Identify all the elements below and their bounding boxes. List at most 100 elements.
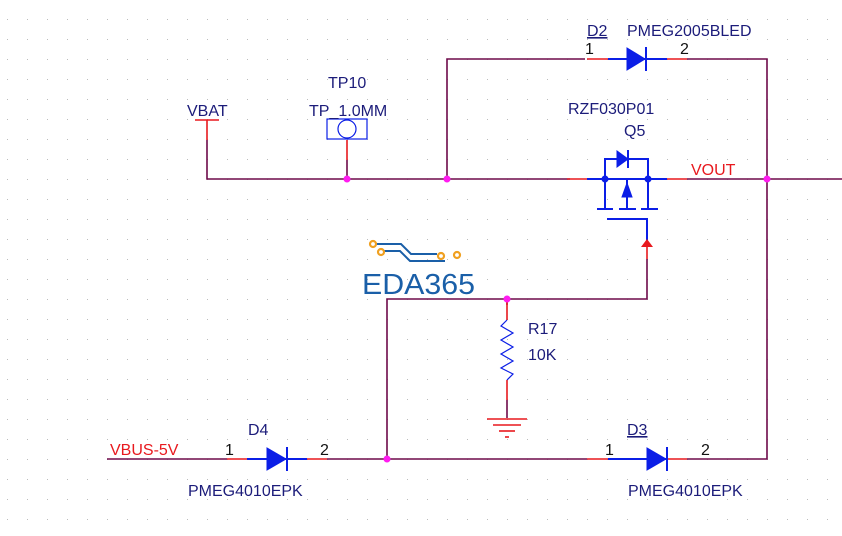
grid-dot xyxy=(107,199,108,200)
diode-d2[interactable] xyxy=(608,47,667,71)
grid-dot xyxy=(787,239,788,240)
grid-dot xyxy=(267,159,268,160)
grid-dot xyxy=(67,79,68,80)
grid-dot xyxy=(407,479,408,480)
grid-dot xyxy=(147,99,148,100)
grid-dot xyxy=(27,319,28,320)
grid-dot xyxy=(127,39,128,40)
diode-d4[interactable] xyxy=(247,447,307,471)
grid-dot xyxy=(627,99,628,100)
grid-dot xyxy=(47,79,48,80)
grid-dot xyxy=(247,139,248,140)
wire-gate[interactable] xyxy=(386,259,648,459)
grid-dot xyxy=(507,219,508,220)
grid-dot xyxy=(807,159,808,160)
grid-dot xyxy=(27,259,28,260)
grid-dot xyxy=(827,119,828,120)
grid-dot xyxy=(467,319,468,320)
grid-dot xyxy=(247,79,248,80)
grid-dot xyxy=(587,519,588,520)
grid-dot xyxy=(47,399,48,400)
grid-dot xyxy=(207,299,208,300)
grid-dot xyxy=(427,279,428,280)
grid-dot xyxy=(47,339,48,340)
grid-dot xyxy=(187,299,188,300)
grid-dot xyxy=(607,99,608,100)
grid-dot xyxy=(207,379,208,380)
grid-dot xyxy=(207,259,208,260)
grid-dot xyxy=(307,439,308,440)
grid-dot xyxy=(567,19,568,20)
grid-dot xyxy=(567,79,568,80)
grid-dot xyxy=(47,239,48,240)
grid-dot xyxy=(607,379,608,380)
grid-dot xyxy=(607,499,608,500)
grid-dot xyxy=(767,39,768,40)
grid-dot xyxy=(407,319,408,320)
resistor-r17[interactable] xyxy=(499,319,515,381)
wire-d2-right-d3[interactable] xyxy=(687,58,768,460)
grid-dot xyxy=(7,19,8,20)
test-point-tp10[interactable] xyxy=(326,118,368,140)
grid-dot xyxy=(347,479,348,480)
grid-dot xyxy=(127,239,128,240)
grid-dot xyxy=(287,279,288,280)
grid-dot xyxy=(567,99,568,100)
grid-dot xyxy=(427,519,428,520)
grid-dot xyxy=(287,19,288,20)
grid-dot xyxy=(567,499,568,500)
grid-dot xyxy=(787,379,788,380)
grid-dot xyxy=(747,339,748,340)
grid-dot xyxy=(507,139,508,140)
grid-dot xyxy=(387,139,388,140)
grid-dot xyxy=(567,419,568,420)
grid-dot xyxy=(507,259,508,260)
grid-dot xyxy=(507,39,508,40)
grid-dot xyxy=(747,99,748,100)
grid-dot xyxy=(647,139,648,140)
grid-dot xyxy=(147,259,148,260)
grid-dot xyxy=(127,439,128,440)
grid-dot xyxy=(607,119,608,120)
wire-vbat-main[interactable] xyxy=(206,140,570,180)
grid-dot xyxy=(347,519,348,520)
wire-d2-left[interactable] xyxy=(446,58,585,179)
grid-dot xyxy=(427,359,428,360)
grid-dot xyxy=(47,19,48,20)
grid-dot xyxy=(807,299,808,300)
grid-dot xyxy=(87,179,88,180)
grid-dot xyxy=(567,479,568,480)
grid-dot xyxy=(107,159,108,160)
grid-dot xyxy=(727,419,728,420)
grid-dot xyxy=(67,179,68,180)
grid-dot xyxy=(227,479,228,480)
grid-dot xyxy=(247,259,248,260)
grid-dot xyxy=(7,239,8,240)
grid-dot xyxy=(67,139,68,140)
net-label-vbat: VBAT xyxy=(187,103,228,120)
mosfet-body-diode-icon xyxy=(616,150,629,168)
grid-dot xyxy=(307,79,308,80)
grid-dot xyxy=(67,119,68,120)
grid-dot xyxy=(147,299,148,300)
grid-dot xyxy=(427,159,428,160)
grid-dot xyxy=(807,139,808,140)
grid-dot xyxy=(127,299,128,300)
grid-dot xyxy=(47,119,48,120)
grid-dot xyxy=(327,399,328,400)
grid-dot xyxy=(67,519,68,520)
grid-dot xyxy=(747,139,748,140)
grid-dot xyxy=(67,299,68,300)
grid-dot xyxy=(107,179,108,180)
grid-dot xyxy=(267,199,268,200)
grid-dot xyxy=(827,79,828,80)
grid-dot xyxy=(307,159,308,160)
grid-dot xyxy=(167,439,168,440)
d4-pin2: 2 xyxy=(320,442,329,459)
d4-pin1: 1 xyxy=(225,442,234,459)
grid-dot xyxy=(107,19,108,20)
grid-dot xyxy=(447,519,448,520)
mosfet-q5[interactable] xyxy=(587,150,667,247)
diode-d3[interactable] xyxy=(608,447,668,471)
